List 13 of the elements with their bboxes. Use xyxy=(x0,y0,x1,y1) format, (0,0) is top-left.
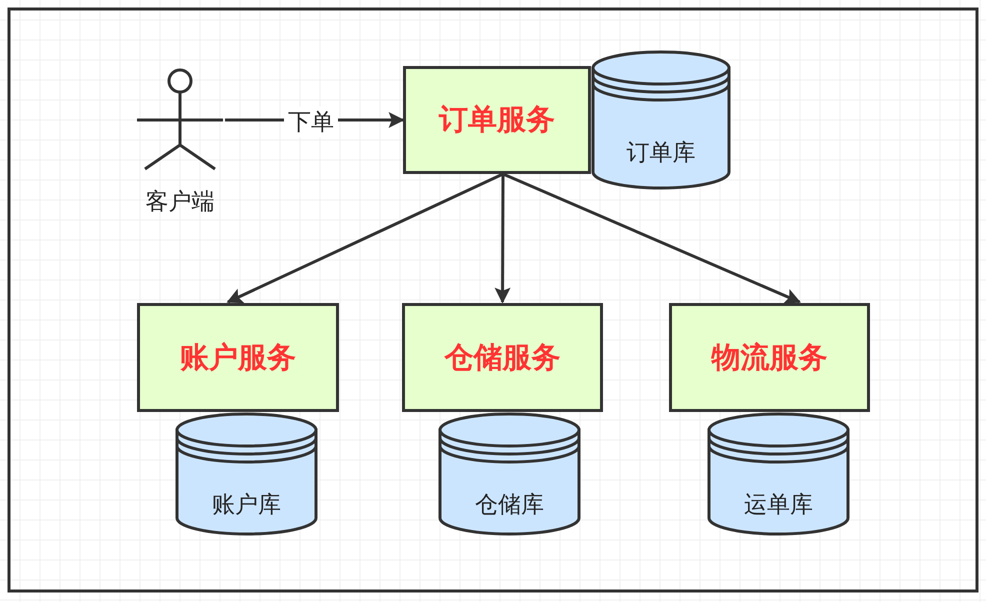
actor-label: 客户端 xyxy=(144,188,216,217)
database-label: 运单库 xyxy=(743,490,814,520)
service-box: 账户服务 xyxy=(137,303,339,412)
arrow xyxy=(494,174,511,304)
arrow xyxy=(502,172,801,304)
service-box: 仓储服务 xyxy=(402,303,603,412)
database-label: 仓储库 xyxy=(474,490,545,520)
service-box: 订单服务 xyxy=(403,66,591,174)
arrow xyxy=(226,172,504,304)
database-label: 账户库 xyxy=(211,490,282,520)
edge-label: 下单 xyxy=(284,106,338,138)
database-label: 订单库 xyxy=(626,138,696,168)
service-box: 物流服务 xyxy=(669,303,870,412)
